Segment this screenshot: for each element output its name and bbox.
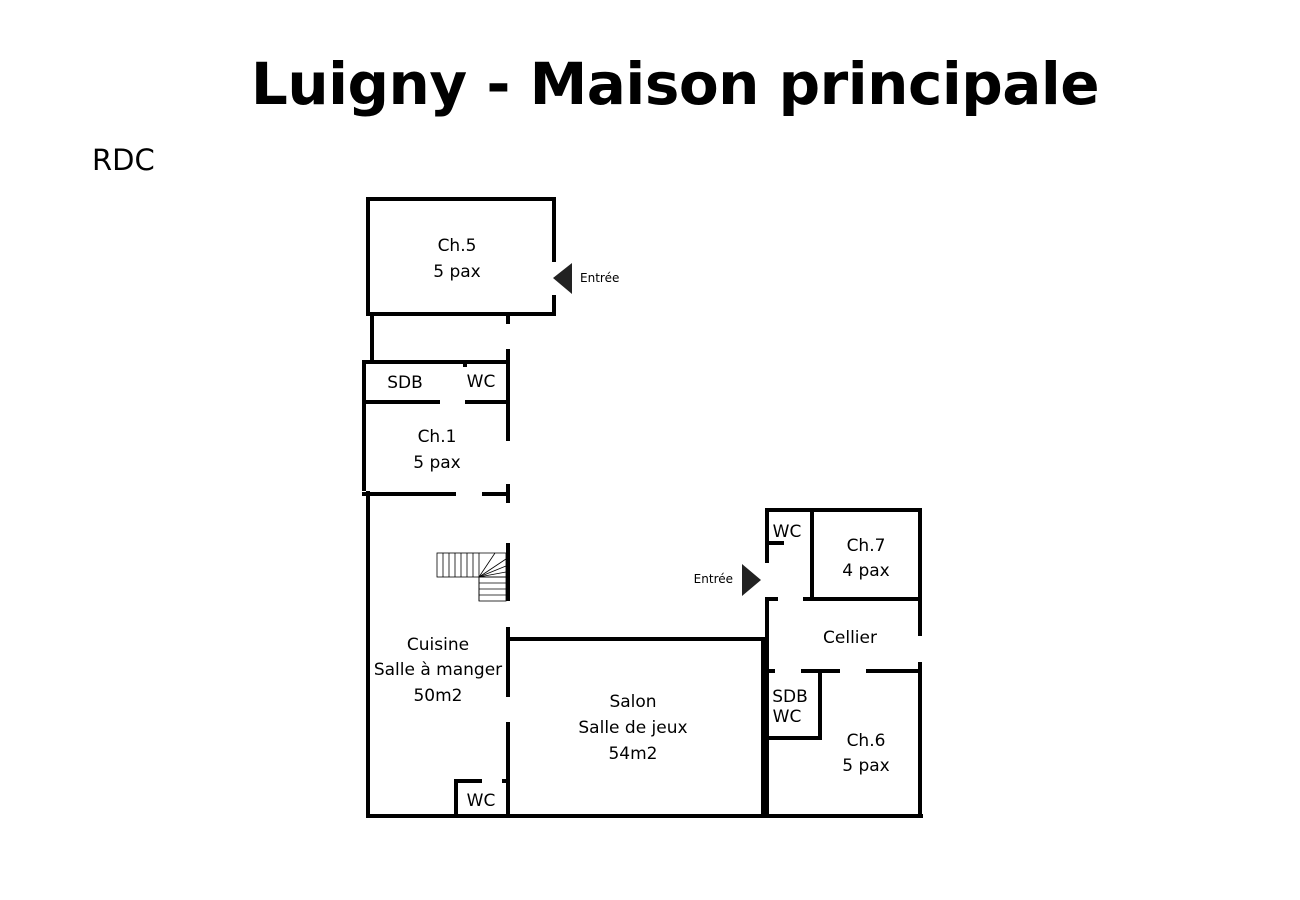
room-sdb-right: SDB xyxy=(772,687,808,707)
room-cuisine-line1: Cuisine xyxy=(407,635,469,655)
room-cellier: Cellier xyxy=(823,628,877,648)
entrance-arrow-right xyxy=(742,564,761,596)
entrance-arrow-top xyxy=(553,263,572,294)
wall-ch5 xyxy=(366,197,556,316)
wall-wc-bottom xyxy=(454,779,482,816)
room-cuisine-line2: Salle à manger xyxy=(374,660,502,680)
room-ch5-name: Ch.5 xyxy=(438,236,477,256)
room-wc-right: WC xyxy=(773,522,802,542)
room-ch6-capacity: 5 pax xyxy=(842,756,890,776)
page-title: Luigny - Maison principale xyxy=(250,50,1100,118)
room-ch1-capacity: 5 pax xyxy=(413,453,461,473)
room-cuisine-area: 50m2 xyxy=(413,686,462,706)
room-wc-right-lower: WC xyxy=(773,707,802,727)
room-sdb-top: SDB xyxy=(387,373,423,393)
wall-right-block-top xyxy=(765,508,922,636)
entrance-label-top: Entrée xyxy=(580,271,619,285)
walls xyxy=(362,197,923,818)
room-ch7-capacity: 4 pax xyxy=(842,561,890,581)
entrance-label-right: Entrée xyxy=(694,572,733,586)
room-ch5-capacity: 5 pax xyxy=(433,262,481,282)
wall-sdb-wc-right xyxy=(765,671,822,740)
staircase xyxy=(436,552,507,602)
room-salon-area: 54m2 xyxy=(608,744,657,764)
room-ch7-name: Ch.7 xyxy=(847,536,886,556)
room-ch1-name: Ch.1 xyxy=(418,427,457,447)
floor-label: RDC xyxy=(92,143,155,177)
room-wc-bottom: WC xyxy=(467,791,496,811)
room-wc-top: WC xyxy=(467,372,496,392)
room-ch6-name: Ch.6 xyxy=(847,731,886,751)
room-salon-line1: Salon xyxy=(609,692,656,712)
room-salon-line2: Salle de jeux xyxy=(578,718,687,738)
